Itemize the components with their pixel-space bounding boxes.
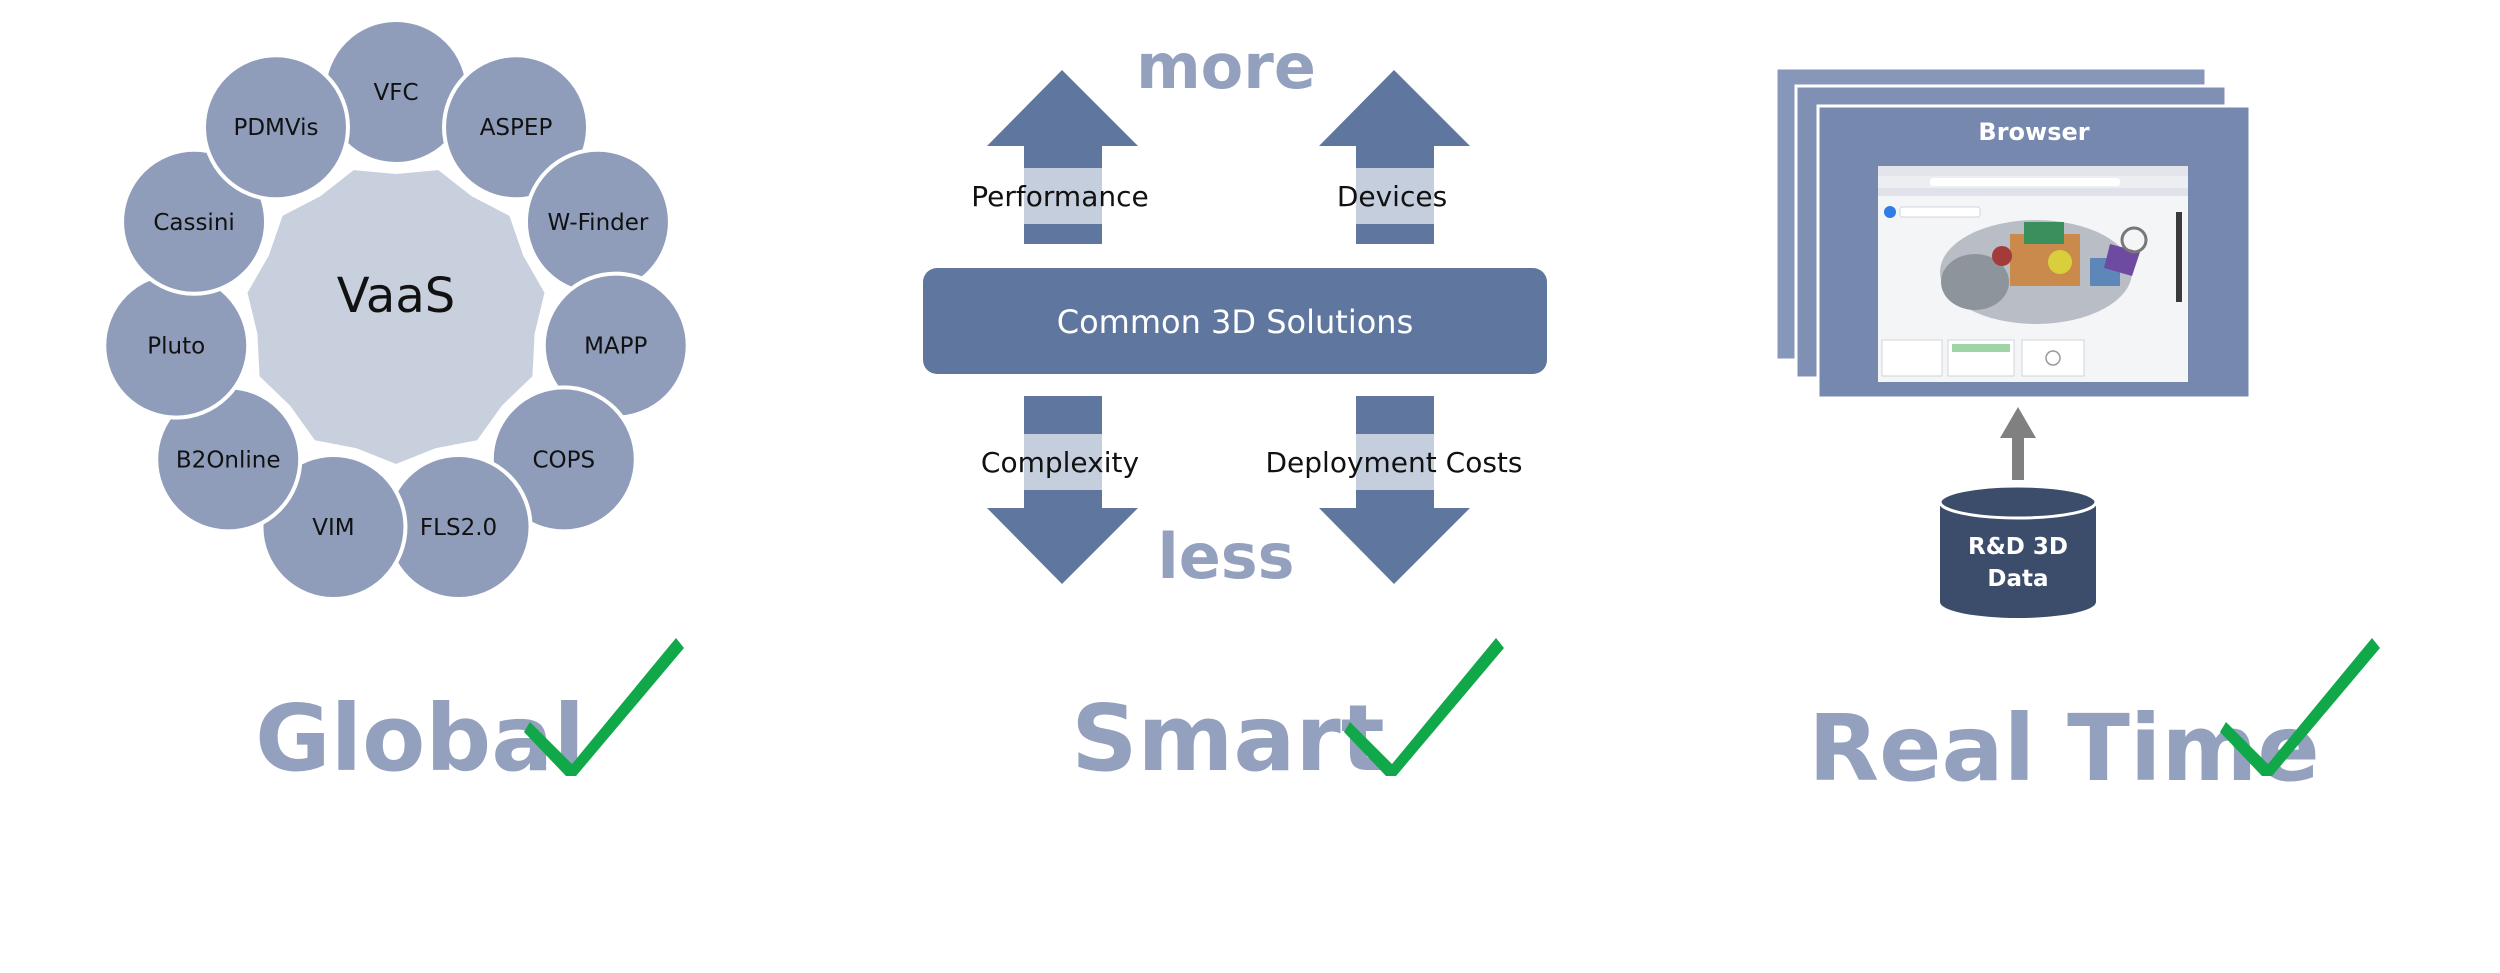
arrow-down-right-band [1356, 434, 1434, 490]
more-label: more [1136, 30, 1316, 103]
screenshot-sidebar-tools [2176, 212, 2182, 302]
realtime-caption: Real Time [1808, 695, 2319, 802]
satellite-circle [201, 53, 350, 202]
satellite-label: FLS2.0 [420, 515, 497, 541]
satellite-label: COPS [532, 447, 595, 473]
screenshot-address-field [1930, 178, 2120, 186]
satellite-label: B2Online [176, 447, 281, 473]
satellite-vim: VIM [259, 453, 408, 602]
satellite-vfc: VFC [322, 18, 470, 166]
satellite-aspep: ASPEP [442, 53, 591, 202]
database-top [1938, 484, 2098, 520]
global-checkmark-icon [524, 638, 684, 776]
satellite-label: ASPEP [480, 115, 553, 141]
browser-screenshot [1878, 166, 2188, 382]
screenshot-target-icon [2045, 350, 2061, 366]
performance-label: Performance [971, 180, 1148, 213]
screenshot-panel-3 [2021, 339, 2085, 377]
satellite-label: W-Finder [548, 210, 649, 236]
screenshot-titlebar [1878, 166, 2188, 176]
satellite-mapp: MAPP [541, 271, 690, 420]
steering-wheel-icon [2120, 226, 2148, 254]
arrow-up-right-band [1356, 168, 1434, 224]
satellite-label: PDMVis [233, 115, 318, 141]
satellite-label: Pluto [147, 334, 205, 360]
smart-section: more Performance Devices Common 3D Solut… [923, 30, 1547, 792]
screenshot-search [1899, 206, 1981, 218]
satellite-w-finder: W-Finder [523, 147, 672, 296]
satellite-circle [120, 147, 269, 296]
satellite-pluto: Pluto [102, 271, 251, 420]
less-label: less [1157, 520, 1294, 593]
realtime-section: Browser [1774, 66, 2380, 802]
browser-title: Browser [1978, 118, 2089, 146]
arrow-down-right: Deployment Costs [1265, 396, 1523, 584]
satellite-label: VFC [373, 80, 418, 106]
arrow-up-left: Performance [971, 70, 1149, 244]
smart-caption: Smart [1071, 685, 1385, 792]
screenshot-panel-1 [1881, 339, 1943, 377]
common-3d-solutions-bar [923, 268, 1547, 374]
smart-checkmark-icon [1344, 638, 1504, 776]
engine-part-red [1992, 246, 2012, 266]
engine-flywheel [1941, 254, 2009, 310]
engine-part-yellow [2048, 250, 2072, 274]
database-label-line2: Data [1987, 566, 2048, 592]
gray-up-arrow-icon [2000, 407, 2036, 480]
global-caption: Global [255, 685, 585, 792]
screenshot-panel-2-row [1952, 344, 2010, 352]
screenshot-add-icon [1884, 206, 1896, 218]
arrow-up-right: Devices [1319, 70, 1470, 244]
satellite-cops: COPS [489, 385, 638, 534]
realtime-checkmark-icon [2220, 638, 2380, 776]
database-label-line1: R&D 3D [1968, 534, 2068, 560]
satellite-circle [442, 53, 591, 202]
complexity-label: Complexity [981, 446, 1139, 479]
satellite-fls2-0: FLS2.0 [384, 453, 533, 602]
satellite-pdmvis: PDMVis [201, 53, 350, 202]
rd-3d-data-database: R&D 3D Data [1938, 484, 2098, 618]
arrow-down-left: Complexity [981, 396, 1139, 584]
database-body [1940, 502, 2096, 618]
satellite-circle [259, 453, 408, 602]
arrow-up-left-band [1024, 168, 1102, 224]
vaas-center-label: VaaS [337, 268, 455, 324]
vaas-center-shape [247, 170, 545, 464]
satellite-circle [489, 385, 638, 534]
satellite-label: VIM [312, 515, 354, 541]
common-3d-solutions-label: Common 3D Solutions [1057, 303, 1414, 341]
arrow-down-left-band [1024, 434, 1102, 490]
satellite-label: MAPP [584, 334, 647, 360]
engine-manifold [2024, 222, 2064, 244]
deployment-costs-label: Deployment Costs [1265, 446, 1522, 479]
satellite-b2online: B2Online [154, 385, 303, 534]
devices-label: Devices [1337, 180, 1447, 213]
screenshot-tabs [1878, 188, 2188, 196]
satellite-cassini: Cassini [120, 147, 269, 296]
satellite-label: Cassini [153, 210, 234, 236]
